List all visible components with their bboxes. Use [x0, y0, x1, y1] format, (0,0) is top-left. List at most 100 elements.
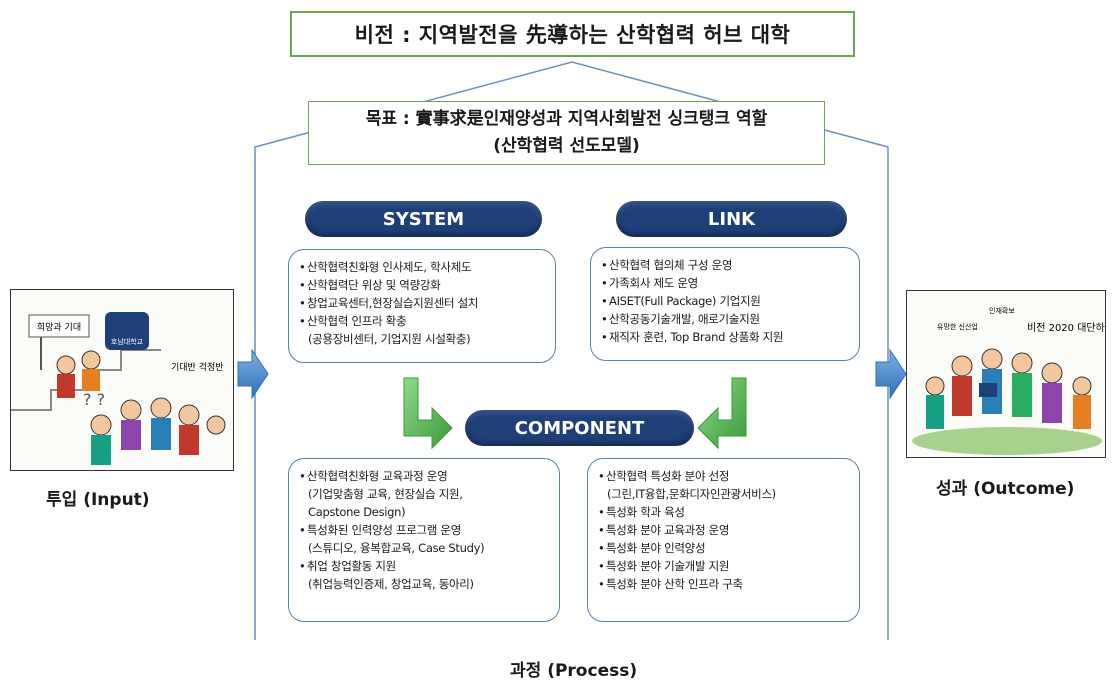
- vision-banner: 비전 : 지역발전을 先導하는 산학협력 허브 대학: [290, 11, 855, 57]
- bullet-icon: •: [299, 260, 306, 274]
- component-left-card: •산학협력친화형 교육과정 운영(기업맞춤형 교육, 현장실습 지원,Capst…: [288, 458, 560, 622]
- input-arrow: [237, 348, 269, 400]
- system-item-text: 산학협력단 위상 및 역량강화: [307, 278, 441, 292]
- bullet-icon: •: [601, 294, 608, 308]
- bullet-icon: •: [598, 577, 605, 591]
- component-right-item-text: 특성화 분야 교육과정 운영: [606, 523, 730, 537]
- component-left-item-text: 특성화된 인력양성 프로그램 운영: [307, 523, 461, 537]
- link-item: •산학공동기술개발, 애로기술지원: [601, 310, 853, 328]
- component-left-list: •산학협력친화형 교육과정 운영(기업맞춤형 교육, 현장실습 지원,Capst…: [299, 467, 553, 593]
- outcome-illustration: 비전 2020 대단하네... 유망한 신산업 인재확보: [906, 290, 1106, 458]
- component-label: COMPONENT: [514, 417, 645, 439]
- link-pill: LINK: [616, 201, 847, 237]
- link-to-component-arrow: [697, 377, 747, 450]
- system-item-text: 창업교육센터,현장실습지원센터 설치: [307, 296, 479, 310]
- component-right-card: •산학협력 특성화 분야 선정(그린,IT융합,문화디자인관광서비스)•특성화 …: [587, 458, 860, 622]
- link-item-text: AISET(Full Package) 기업지원: [609, 294, 761, 308]
- crowd-people: [56, 350, 226, 465]
- system-item-detail: (공용장비센터, 기업지원 시설확충): [308, 332, 471, 346]
- goal-line-2: (산학협력 선도모델): [493, 136, 640, 156]
- component-left-item-text: 산학협력친화형 교육과정 운영: [307, 469, 448, 483]
- component-right-item: •특성화 분야 교육과정 운영: [598, 521, 853, 539]
- component-right-list: •산학협력 특성화 분야 선정(그린,IT융합,문화디자인관광서비스)•특성화 …: [598, 467, 853, 593]
- component-left-item-detail: (스튜디오, 융복합교육, Case Study): [308, 541, 485, 555]
- system-card: •산학협력친화형 인사제도, 학사제도•산학협력단 위상 및 역량강화•창업교육…: [288, 249, 556, 363]
- link-item-text: 산학협력 협의체 구성 운영: [609, 258, 733, 272]
- system-item-text: 산학협력 인프라 확충: [307, 314, 407, 328]
- link-item-text: 가족회사 제도 운영: [609, 276, 698, 290]
- system-label: SYSTEM: [382, 208, 465, 230]
- component-right-item: •산학협력 특성화 분야 선정 (그린,IT융합,문화디자인관광서비스): [598, 467, 853, 503]
- bullet-icon: •: [598, 469, 605, 483]
- system-item: •산학협력 인프라 확충 (공용장비센터, 기업지원 시설확충): [299, 312, 549, 348]
- system-item-text: 산학협력친화형 인사제도, 학사제도: [307, 260, 472, 274]
- outcome-bubble-left: 유망한 신산업: [937, 322, 978, 331]
- bullet-icon: •: [598, 541, 605, 555]
- bullet-icon: •: [299, 559, 306, 573]
- component-right-item: •특성화 학과 육성: [598, 503, 853, 521]
- bullet-icon: •: [601, 258, 608, 272]
- component-right-item-text: 특성화 분야 인력양성: [606, 541, 706, 555]
- bullet-icon: •: [601, 276, 608, 290]
- process-caption: 과정 (Process): [510, 661, 638, 681]
- link-item-text: 산학공동기술개발, 애로기술지원: [609, 312, 760, 326]
- bullet-icon: •: [299, 523, 306, 537]
- component-left-item-detail: Capstone Design): [308, 505, 406, 519]
- system-to-component-arrow: [403, 377, 453, 450]
- component-left-item: •취업 창업활동 지원 (취업능력인증제, 창업교육, 동아리): [299, 557, 553, 593]
- component-right-item-text: 특성화 분야 기술개발 지원: [606, 559, 730, 573]
- bullet-icon: •: [601, 330, 608, 344]
- input-cartoon: 호남대학교 희망과 기대 기대반 걱정반 ? ?: [11, 290, 233, 470]
- input-sign-text: 희망과 기대: [37, 321, 81, 333]
- link-label: LINK: [707, 208, 756, 230]
- link-list: •산학협력 협의체 구성 운영•가족회사 제도 운영•AISET(Full Pa…: [601, 256, 853, 346]
- link-item: •가족회사 제도 운영: [601, 274, 853, 292]
- component-left-item-detail: (기업맞춤형 교육, 현장실습 지원,: [308, 487, 463, 501]
- component-pill: COMPONENT: [465, 410, 694, 446]
- input-illustration: 호남대학교 희망과 기대 기대반 걱정반 ? ?: [10, 289, 234, 471]
- bullet-icon: •: [601, 312, 608, 326]
- component-left-item: •특성화된 인력양성 프로그램 운영 (스튜디오, 융복합교육, Case Stu…: [299, 521, 553, 557]
- vision-text: 비전 : 지역발전을 先導하는 산학협력 허브 대학: [354, 23, 791, 47]
- bullet-icon: •: [299, 296, 306, 310]
- system-item: •산학협력친화형 인사제도, 학사제도: [299, 258, 549, 276]
- system-pill: SYSTEM: [305, 201, 542, 237]
- bullet-icon: •: [299, 278, 306, 292]
- outcome-arrow: [875, 348, 907, 400]
- component-left-item: •산학협력친화형 교육과정 운영 (기업맞춤형 교육, 현장실습 지원, Capst…: [299, 467, 553, 521]
- system-item: •산학협력단 위상 및 역량강화: [299, 276, 549, 294]
- outcome-bubble-top: 인재확보: [989, 306, 1015, 315]
- component-right-item: •특성화 분야 기술개발 지원: [598, 557, 853, 575]
- component-left-item-detail: (취업능력인증제, 창업교육, 동아리): [308, 577, 474, 591]
- input-speech-text: 기대반 걱정반: [171, 361, 224, 373]
- svg-text:? ?: ? ?: [83, 390, 105, 409]
- component-right-item: •특성화 분야 인력양성: [598, 539, 853, 557]
- system-item: •창업교육센터,현장실습지원센터 설치: [299, 294, 549, 312]
- bullet-icon: •: [299, 314, 306, 328]
- link-item: •산학협력 협의체 구성 운영: [601, 256, 853, 274]
- bullet-icon: •: [598, 523, 605, 537]
- outcome-crowd: [925, 348, 1092, 429]
- outcome-speech-text: 비전 2020 대단하네...: [1027, 321, 1106, 334]
- component-right-item: •특성화 분야 산학 인프라 구축: [598, 575, 853, 593]
- outcome-cartoon: 비전 2020 대단하네... 유망한 신산업 인재확보: [907, 291, 1106, 457]
- component-right-item-text: 산학협력 특성화 분야 선정: [606, 469, 730, 483]
- component-right-item-text: 특성화 분야 산학 인프라 구축: [606, 577, 743, 591]
- bullet-icon: •: [299, 469, 306, 483]
- link-item: •재직자 훈련, Top Brand 상품화 지원: [601, 328, 853, 346]
- component-left-item-text: 취업 창업활동 지원: [307, 559, 396, 573]
- outcome-caption: 성과 (Outcome): [936, 479, 1075, 499]
- goal-line-1: 목표 : 實事求是인재양성과 지역사회발전 싱크탱크 역할: [365, 109, 768, 129]
- bullet-icon: •: [598, 505, 605, 519]
- goal-box: 목표 : 實事求是인재양성과 지역사회발전 싱크탱크 역할 (산학협력 선도모델…: [308, 101, 825, 165]
- component-right-item-text: 특성화 학과 육성: [606, 505, 685, 519]
- house-outline: [254, 61, 889, 640]
- component-right-item-detail: (그린,IT융합,문화디자인관광서비스): [607, 487, 776, 501]
- bullet-icon: •: [598, 559, 605, 573]
- link-item: •AISET(Full Package) 기업지원: [601, 292, 853, 310]
- link-item-text: 재직자 훈련, Top Brand 상품화 지원: [609, 330, 784, 344]
- input-badge-text: 호남대학교: [111, 337, 144, 346]
- link-card: •산학협력 협의체 구성 운영•가족회사 제도 운영•AISET(Full Pa…: [590, 247, 860, 361]
- system-list: •산학협력친화형 인사제도, 학사제도•산학협력단 위상 및 역량강화•창업교육…: [299, 258, 549, 348]
